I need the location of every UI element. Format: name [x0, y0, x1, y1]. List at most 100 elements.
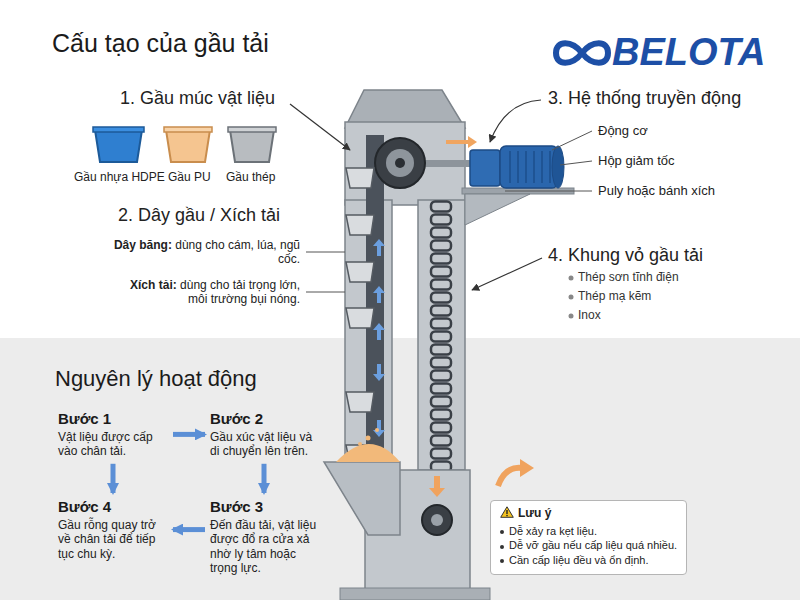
- step-heading: Bước 4: [58, 498, 168, 516]
- drive-arrow-head: [468, 136, 477, 148]
- warning-mark: [506, 510, 507, 514]
- discharge-arrow-head: [520, 459, 534, 477]
- step-text: Gầu rỗng quay trở về chân tải để tiếp tụ…: [58, 518, 168, 561]
- leader-line: [290, 104, 350, 150]
- leader-line: [505, 191, 592, 192]
- note-item-row: Dễ xảy ra kẹt liệu.: [500, 524, 677, 539]
- up-arrow: [373, 323, 385, 340]
- bucket-rim: [93, 127, 144, 132]
- section-heading: 3. Hệ thống truyền động: [548, 88, 741, 110]
- flow-arrow-head: [429, 488, 445, 497]
- bucket: [346, 168, 374, 188]
- note-item: Dễ vỡ gầu nếu cấp liệu quá nhiều.: [509, 539, 677, 551]
- note-item-row: Cần cấp liệu đều và ổn định.: [500, 553, 677, 568]
- part-label: Puly hoặc bánh xích: [598, 183, 715, 199]
- bullet-dot: [500, 559, 504, 563]
- term-description: dùng cho tải trọng lớn, môi trường bụi n…: [177, 278, 300, 306]
- bucket-caption: Gầu PU: [168, 170, 211, 184]
- bucket: [346, 215, 374, 235]
- step-heading: Bước 3: [210, 498, 318, 516]
- step-heading: Bước 2: [210, 410, 318, 428]
- leader-line: [306, 252, 345, 253]
- up-arrow: [373, 286, 385, 303]
- bullet-item: Thép sơn tĩnh điện: [578, 270, 679, 284]
- section-title: Nguyên lý hoạt động: [55, 366, 257, 392]
- leader-line: [472, 258, 542, 290]
- step-heading: Bước 1: [58, 410, 168, 428]
- gearbox: [470, 150, 500, 186]
- top-panel: [0, 0, 800, 338]
- down-leg-casing: [418, 200, 465, 470]
- pulley-axle: [395, 158, 405, 168]
- flow-arrow: [173, 432, 205, 437]
- brand-logo: BELOTA: [612, 30, 765, 76]
- note-item: Dễ xảy ra kẹt liệu.: [509, 525, 597, 537]
- bucket-rim: [164, 127, 212, 132]
- flow-arrow: [111, 464, 116, 493]
- leader-line: [306, 292, 345, 293]
- flow-arrow: [262, 464, 267, 493]
- part-label: Hộp giảm tốc: [598, 153, 675, 169]
- flow-arrow: [173, 527, 205, 532]
- bucket-caption: Gầu nhựa HDPE: [74, 170, 165, 184]
- boot-pulley: [422, 505, 452, 535]
- step-box: Bước 2 Gầu xúc vật liệu và di chuyển lên …: [210, 410, 318, 459]
- bullet-dot: [569, 276, 574, 281]
- discharge-arrow: [498, 468, 522, 486]
- bottom-panel: [0, 338, 800, 600]
- logo-symbol: [556, 43, 608, 63]
- motor-fins: [510, 151, 550, 183]
- flow-arrow: [434, 476, 440, 488]
- bullet-dot: [500, 545, 504, 549]
- bullet-item: Thép mạ kẽm: [578, 289, 651, 303]
- hdpe-bucket-icon: [95, 130, 142, 162]
- shaft: [424, 160, 470, 167]
- motor: [500, 146, 558, 188]
- down-arrow: [373, 364, 385, 381]
- pu-bucket-icon: [166, 130, 210, 162]
- drive-arrow: [446, 140, 468, 144]
- up-arrow: [373, 239, 385, 256]
- down-arrow: [373, 420, 385, 437]
- term: Dây băng:: [114, 238, 172, 252]
- callout-note: Dây băng: dùng cho cám, lúa, ngũ cốc.: [110, 238, 300, 267]
- material-particle: [366, 436, 371, 441]
- step-text: Vật liệu được cấp vào chân tải.: [58, 430, 168, 459]
- note-heading-row: Lưu ý: [500, 506, 677, 522]
- part-label: Động cơ: [598, 123, 648, 139]
- bucket-rim: [228, 127, 276, 132]
- bucket: [346, 392, 374, 412]
- leader-line: [560, 161, 592, 165]
- bucket-caption: Gầu thép: [226, 170, 275, 184]
- motor-cap: [552, 146, 564, 188]
- step-box: Bước 3 Đến đầu tải, vật liệu được đổ ra c…: [210, 498, 318, 576]
- note-box: Lưu ý Dễ xảy ra kẹt liệu. Dễ vỡ gầu nếu cấ…: [490, 500, 687, 575]
- note-item-row: Dễ vỡ gầu nếu cấp liệu quá nhiều.: [500, 538, 677, 553]
- note-heading: Lưu ý: [518, 506, 551, 520]
- bucket: [346, 262, 374, 282]
- step-text: Đến đầu tải, vật liệu được đổ ra cửa xả …: [210, 518, 318, 576]
- note-item: Cần cấp liệu đều và ổn định.: [509, 554, 648, 566]
- boot-base: [340, 588, 490, 600]
- step-box: Bước 4 Gầu rỗng quay trở về chân tải để t…: [58, 498, 168, 561]
- term-description: dùng cho cám, lúa, ngũ cốc.: [172, 238, 300, 266]
- bullet-dot: [569, 314, 574, 319]
- pulley-hub: [431, 514, 443, 526]
- bullet-item: Inox: [578, 308, 601, 322]
- step-text: Gầu xúc vật liệu và di chuyển lên trên.: [210, 430, 318, 459]
- feed-hopper: [324, 462, 400, 535]
- page-title: Cấu tạo của gầu tải: [52, 28, 269, 58]
- step-box: Bước 1 Vật liệu được cấp vào chân tải.: [58, 410, 168, 459]
- steel-bucket-icon: [230, 130, 274, 162]
- leader-line: [490, 100, 541, 142]
- material-particle: [375, 428, 379, 432]
- callout-note: Xích tải: dùng cho tải trọng lớn, môi tr…: [110, 278, 300, 307]
- bullet-dot: [500, 530, 504, 534]
- section-heading: 2. Dây gầu / Xích tải: [118, 205, 280, 227]
- bucket: [346, 308, 374, 328]
- material-pile: [336, 444, 400, 462]
- pulley-hub: [386, 149, 414, 177]
- leader-line: [552, 131, 592, 150]
